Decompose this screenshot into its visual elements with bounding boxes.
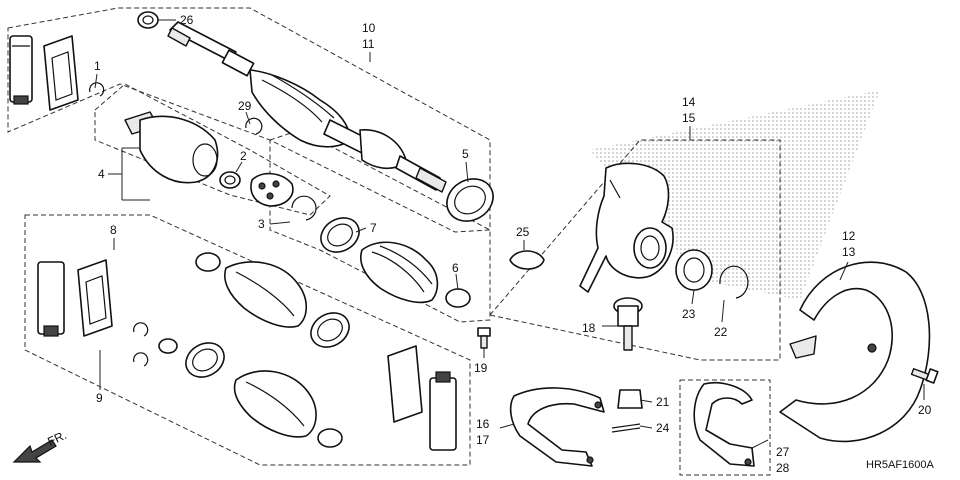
boot-icon-lower-1 <box>224 261 308 328</box>
leader-lines <box>94 19 925 449</box>
callout-10: 10 <box>362 21 376 35</box>
boot-band-icon-lower-2 <box>310 312 350 348</box>
ball-joint-icon <box>613 297 643 351</box>
callout-16: 16 <box>476 417 490 431</box>
boot-band-icon-7 <box>320 217 360 253</box>
callout-20: 20 <box>918 403 932 417</box>
callout-23: 23 <box>682 307 696 321</box>
callout-6: 6 <box>452 261 459 275</box>
boot-band-icon-5 <box>446 178 494 222</box>
callout-3: 3 <box>258 217 265 231</box>
diagram-code: HR5AF1600A <box>866 459 935 471</box>
callout-19: 19 <box>474 361 488 375</box>
front-arrow-icon <box>12 439 57 463</box>
callout-18: 18 <box>582 321 596 335</box>
grease-packet-icon-lower <box>77 259 113 337</box>
callout-9: 9 <box>96 391 103 405</box>
bolt-icon-20 <box>910 368 939 384</box>
circlip-icon-25 <box>509 250 545 270</box>
boot-band-icon-lower-3 <box>185 342 225 378</box>
front-indicator: FR. <box>45 428 68 449</box>
group-outline-boot-kit-lower <box>24 214 471 466</box>
group-outline-driveshaft <box>7 7 491 233</box>
callout-5: 5 <box>462 147 469 161</box>
wheel-bearing-icon <box>675 249 713 291</box>
grease-tube-icon <box>9 35 33 105</box>
ring-icons-lower <box>133 322 178 367</box>
callout-8: 8 <box>110 223 117 237</box>
boot-band-icon-lower-1 <box>195 252 221 272</box>
boot-icon-lower-2 <box>233 370 317 438</box>
callout-25: 25 <box>516 225 530 239</box>
brake-shield-icon <box>779 261 931 443</box>
callout-7: 7 <box>370 221 377 235</box>
callout-2: 2 <box>240 149 247 163</box>
guard-icon-27-28 <box>693 382 755 467</box>
circlip-icon-3 <box>291 195 317 221</box>
callout-13: 13 <box>842 245 856 259</box>
grease-tube-icon-lower <box>37 261 65 337</box>
callout-1: 1 <box>94 59 101 73</box>
callout-11: 11 <box>362 37 375 51</box>
knuckle-icon <box>579 162 674 293</box>
callout-28: 28 <box>776 461 790 475</box>
grease-packet-icon <box>43 35 79 111</box>
callout-27: 27 <box>776 445 790 459</box>
ring-icon-2 <box>219 171 241 189</box>
callout-12: 12 <box>842 229 856 243</box>
snap-ring-icon-22 <box>719 265 749 299</box>
shading-area <box>590 90 880 300</box>
boot-icon-upper <box>360 241 439 304</box>
bearing-icon <box>250 172 294 207</box>
boot-band-icon-6 <box>445 288 471 308</box>
boot-band-icon-lower-4 <box>317 428 343 448</box>
grease-tube-icon-lower-2 <box>429 371 457 451</box>
snap-ring-icon-29 <box>245 117 263 135</box>
callout-26: 26 <box>180 13 194 27</box>
circlip-icon <box>89 82 105 97</box>
cotter-pin-icon-24 <box>611 423 641 433</box>
callout-24: 24 <box>656 421 670 435</box>
driveshaft-icon <box>167 21 447 193</box>
callout-21: 21 <box>656 395 670 409</box>
callout-4: 4 <box>98 167 105 181</box>
group-outline-inner-joint <box>94 83 331 216</box>
callout-14: 14 <box>682 95 696 109</box>
guard-icon-16-17 <box>509 387 605 467</box>
callout-29: 29 <box>238 99 252 113</box>
group-outline-shield <box>679 379 771 476</box>
callout-15: 15 <box>682 111 696 125</box>
inner-joint-icon <box>124 111 219 184</box>
boot-band-icon-26 <box>137 11 159 29</box>
grease-packet-icon-lower-2 <box>387 345 423 423</box>
castle-nut-icon-21 <box>617 389 643 409</box>
bolt-icon-19 <box>477 327 491 349</box>
callout-17: 17 <box>476 433 490 447</box>
callout-22: 22 <box>714 325 728 339</box>
